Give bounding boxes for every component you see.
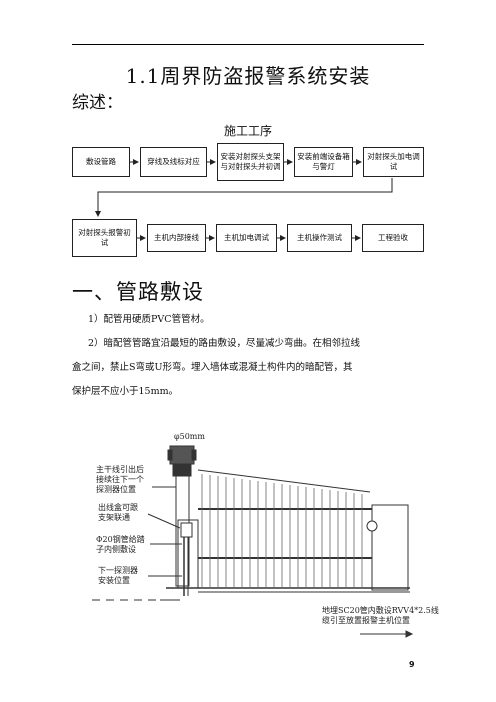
flowchart-arrows xyxy=(95,159,393,241)
diagram-note-5: 地埋SC20管内敷设RVV4*2.5线 缆引至放置报警主机位置 xyxy=(322,606,439,625)
paragraph-1: 1）配管用硬质PVC管管材。 xyxy=(88,314,210,325)
pipe-diameter-label: φ50mm xyxy=(174,432,205,441)
flow-step-6: 对射探头报警初试 xyxy=(72,219,137,257)
page-number: 9 xyxy=(409,660,415,669)
flow-step-3: 安装对射探头支架与对射探头并初调 xyxy=(217,143,284,181)
paragraph-2-line-1: 2）暗配管管路宜沿最短的路由敷设，尽量减少弯曲。在相邻拉线 xyxy=(88,338,361,349)
diagram-note-3: Φ20钢管给踏 子内侧敷设 xyxy=(96,535,145,554)
page-title: 1.1周界防盗报警系统安装 xyxy=(125,64,371,88)
diagram-note-4: 下一探测器 安装位置 xyxy=(98,566,138,585)
flow-step-9: 主机操作测试 xyxy=(287,224,352,252)
diagram-note-2: 出线盒可跟 支架联通 xyxy=(98,503,138,522)
flow-step-4: 安装前端设备箱与警灯 xyxy=(294,147,353,177)
paragraph-2-line-3: 保护层不应小于15mm。 xyxy=(72,386,179,397)
flow-step-5: 对射探头加电调试 xyxy=(363,147,424,177)
header-rule xyxy=(72,44,424,45)
flow-step-7: 主机内部接线 xyxy=(147,224,206,252)
flow-step-2: 穿线及线标对应 xyxy=(140,147,207,177)
paragraph-2-line-2: 盒之间，禁止S弯或U形弯。埋入墙体或混凝土构件内的暗配管，其 xyxy=(72,362,353,373)
section-heading: 一、管路敷设 xyxy=(72,280,204,304)
flowchart-title: 施工工序 xyxy=(223,124,272,138)
flow-step-8: 主机加电调试 xyxy=(216,224,277,252)
flow-step-1: 敷设管路 xyxy=(72,147,130,177)
flow-step-10: 工程验收 xyxy=(362,224,424,252)
diagram-note-1: 主干线引出后 接续往下一个 探测器位置 xyxy=(96,465,144,494)
summary-heading: 综述： xyxy=(72,93,123,113)
